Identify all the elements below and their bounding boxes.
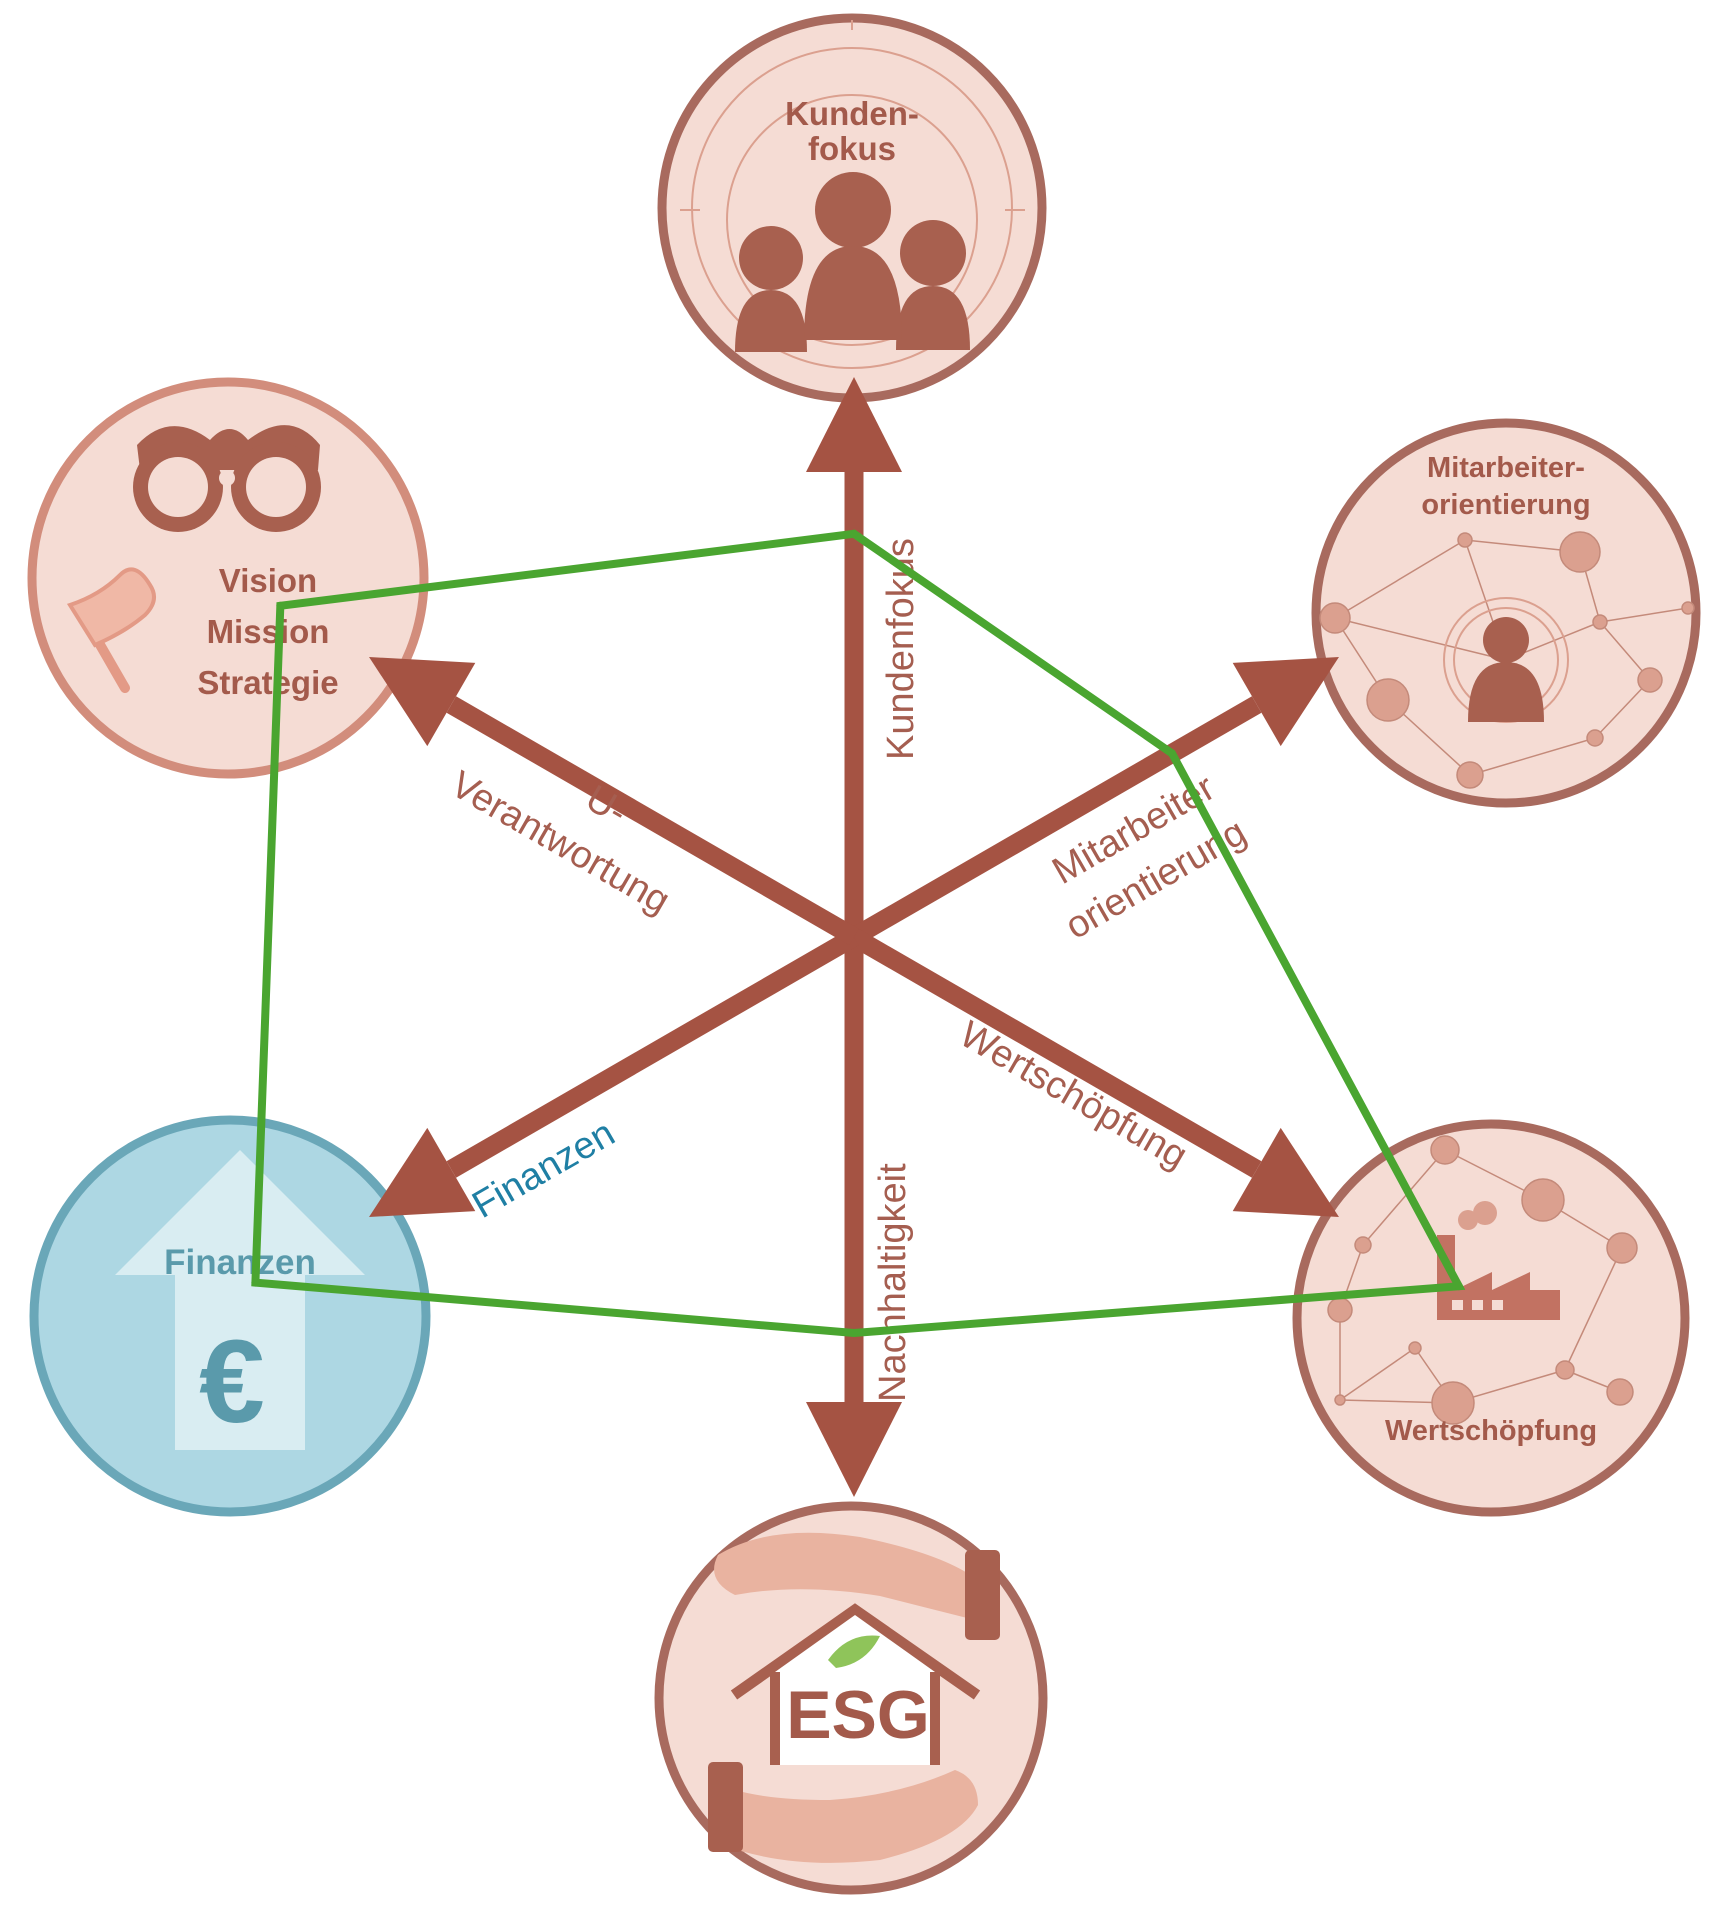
circle-mitarbeiter-line2: orientierung [1421,489,1590,521]
circle-mitarbeiter-bg [1311,418,1701,808]
circle-finanzen-title: Finanzen [164,1243,316,1282]
circle-wertschoepfung-title: Wertschöpfung [1385,1415,1597,1447]
value-point-mitarbeiterorientierung [1168,749,1177,758]
radar-axes [369,377,1339,1497]
axis-arrowhead-nachhaltigkeit [806,1402,902,1497]
axis-arrowhead-kundenfokus [806,377,902,472]
employee-network-icon [1319,531,1695,789]
circle-kundenfokus-line2: fokus [808,130,896,167]
flag-icon [66,567,156,693]
value-point-wertschoepfung [1454,1282,1463,1291]
value-polygon-layer [251,529,1466,1338]
circle-vision-line1: Vision [219,562,317,599]
circle-esg[interactable]: ESG [654,1501,1048,1895]
circle-vision-bg [27,377,429,779]
euro-arrow-icon [115,1150,365,1450]
axis-arrowhead-wertschoepfung [1232,1127,1339,1217]
value-point-finanzen [251,1278,260,1287]
value-point-u-verantwortung [276,601,285,610]
axis-finanzen [446,928,859,1178]
binoculars-icon [133,425,321,532]
circle-vision[interactable]: Vision Mission Strategie [27,377,429,779]
circle-esg-title: ESG [786,1677,930,1753]
axis-label-wertschoepfung: Wertschöpfung [953,1013,1195,1177]
axis-u-verantwortung [446,696,859,946]
axis-label-kundenfokus: Kundenfokus [880,538,922,760]
axis-label-finanzen: Finanzen [466,1112,622,1227]
factory-network-icon [1327,1135,1638,1425]
axis-mitarbeiterorientierung [849,696,1262,946]
axis-label-verantwortung-2: Verantwortung [444,763,677,922]
category-circles: Kunden- fokus [27,13,1701,1895]
circle-vision-line3: Strategie [197,664,338,701]
circle-mitarbeiter-line1: Mitarbeiter- [1427,452,1585,484]
circle-kundenfokus[interactable]: Kunden- fokus [657,13,1047,403]
axis-arrowhead-mitarbeiterorientierung [1232,657,1339,747]
circle-finanzen[interactable]: Finanzen € [29,1115,431,1517]
circle-kundenfokus-line1: Kunden- [785,95,919,132]
axis-label-nachhaltigkeit: Nachhaltigkeit [872,1163,914,1402]
customer-group-icon [680,20,1025,369]
euro-symbol-icon: € [199,1316,265,1448]
value-point-kundenfokus [850,529,858,538]
hands-house-icon [708,1532,1000,1863]
axis-arrowhead-u-verantwortung [369,657,476,747]
circle-vision-line2: Mission [207,613,330,650]
axis-wertschoepfung [849,928,1262,1178]
value-point-nachhaltigkeit [850,1329,858,1337]
circle-mitarbeiter[interactable]: Mitarbeiter- orientierung [1311,418,1701,808]
axis-arrowhead-finanzen [369,1127,476,1217]
circle-wertschoepfung[interactable]: Wertschöpfung [1292,1119,1690,1517]
